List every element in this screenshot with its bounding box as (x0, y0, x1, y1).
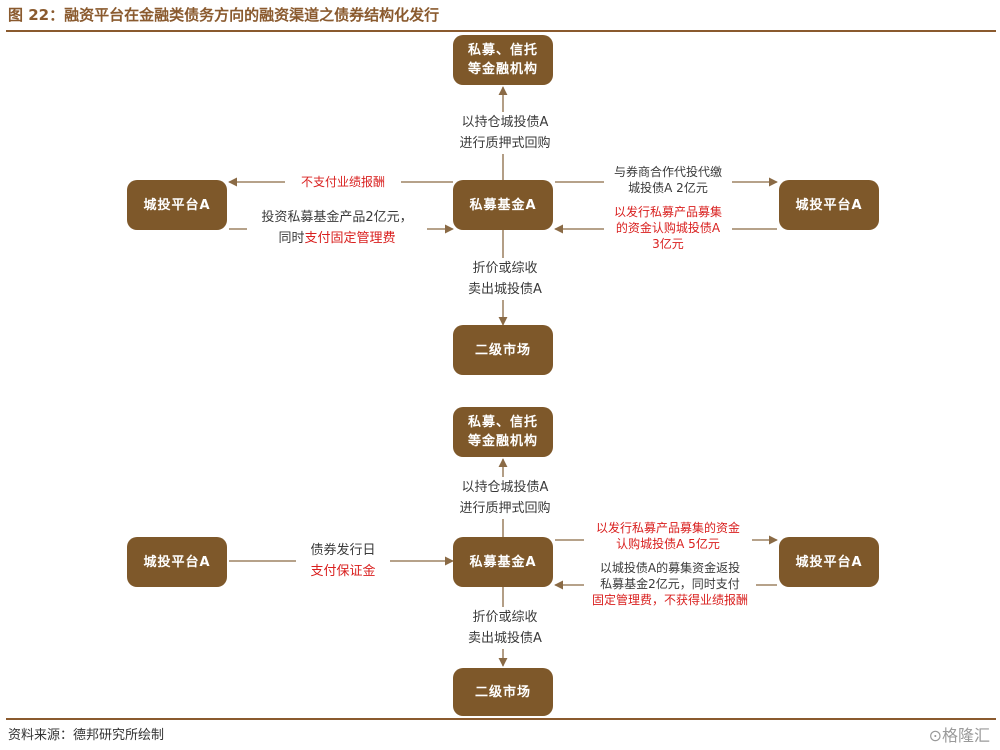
d1-label-repo: 以持仓城投债A 进行质押式回购 (450, 112, 560, 154)
d2-label-subscribe-line1: 以发行私募产品募集的资金 (595, 521, 740, 535)
footer-rule (6, 718, 996, 720)
d2-label-return-line3: 固定管理费，不获得业绩报酬 (591, 593, 748, 607)
d1-label-broker-line2: 城投债A 2亿元 (628, 181, 708, 195)
d1-box-platform-left: 城投平台A (127, 180, 227, 230)
d2-box-center-label: 私募基金A (469, 554, 537, 570)
d1-box-secondary-market: 二级市场 (453, 325, 553, 375)
d2-label-subscribe-line2: 认购城投债A 5亿元 (616, 537, 720, 551)
d1-label-subscribe-line1: 以发行私募产品募集 (613, 205, 722, 219)
figure-title: 图 22：融资平台在金融类债务方向的融资渠道之债券结构化发行 (8, 6, 440, 24)
d2-label-sell: 折价或综收 卖出城投债A (455, 607, 555, 649)
d1-label-subscribe-line2: 的资金认购城投债A (615, 221, 721, 235)
d2-box-secondary-market: 二级市场 (453, 668, 553, 716)
d2-box-financial-institutions: 私募、信托 等金融机构 (453, 407, 553, 457)
d2-box-left-label: 城投平台A (143, 554, 211, 570)
d1-box-top-line1: 私募、信托 (467, 43, 538, 58)
d2-box-top-line2: 等金融机构 (467, 434, 538, 449)
title-rule (6, 30, 996, 32)
d2-label-return-invest: 以城投债A的募集资金返投 私募基金2亿元，同时支付 固定管理费，不获得业绩报酬 (584, 560, 756, 608)
d1-box-center-label: 私募基金A (469, 197, 537, 213)
d1-label-sell-line1: 折价或综收 (472, 261, 538, 276)
d2-label-repo-line1: 以持仓城投债A (461, 480, 549, 495)
d2-label-sell-line1: 折价或综收 (472, 610, 538, 625)
d2-box-private-fund: 私募基金A (453, 537, 553, 587)
d1-box-left-label: 城投平台A (143, 197, 211, 213)
d1-label-invest-line2-red: 支付固定管理费 (304, 231, 396, 246)
d1-label-subscribe-line3: 3亿元 (652, 237, 684, 251)
d2-label-deposit: 债券发行日 支付保证金 (296, 540, 390, 582)
watermark-logo: ⊙格隆汇 (928, 726, 990, 745)
d1-label-no-performance-fee-text: 不支付业绩报酬 (300, 175, 385, 189)
d1-label-invest-line2-prefix: 同时 (278, 231, 305, 246)
d1-label-broker-line1: 与券商合作代投代缴 (613, 165, 722, 179)
d2-label-sell-line2: 卖出城投债A (468, 631, 542, 646)
d1-box-private-fund: 私募基金A (453, 180, 553, 230)
d2-box-platform-right: 城投平台A (779, 537, 879, 587)
d1-box-top-line2: 等金融机构 (467, 62, 538, 77)
d1-box-financial-institutions: 私募、信托 等金融机构 (453, 35, 553, 85)
d2-label-deposit-line2: 支付保证金 (310, 564, 376, 579)
d2-box-right-label: 城投平台A (795, 554, 863, 570)
d2-label-return-line1: 以城投债A的募集资金返投 (599, 561, 741, 575)
d1-label-invest-line2: 同时支付固定管理费 (249, 228, 425, 249)
d2-label-deposit-line1: 债券发行日 (310, 543, 376, 558)
d1-label-repo-line1: 以持仓城投债A (461, 115, 549, 130)
d2-label-subscribe-bonds: 以发行私募产品募集的资金 认购城投债A 5亿元 (584, 520, 752, 552)
d1-label-sell-line2: 卖出城投债A (468, 282, 542, 297)
d1-box-right-label: 城投平台A (795, 197, 863, 213)
d1-label-broker-cooperation: 与券商合作代投代缴 城投债A 2亿元 (604, 164, 732, 196)
d1-label-invest-fund: 投资私募基金产品2亿元， 同时支付固定管理费 (247, 207, 427, 249)
d1-label-no-performance-fee: 不支付业绩报酬 (285, 174, 401, 190)
d2-label-repo: 以持仓城投债A 进行质押式回购 (450, 477, 560, 519)
d1-label-invest-line1: 投资私募基金产品2亿元， (261, 210, 413, 225)
d1-box-bottom-label: 二级市场 (474, 342, 531, 358)
d2-label-return-line2: 私募基金2亿元，同时支付 (600, 577, 740, 591)
d1-box-platform-right: 城投平台A (779, 180, 879, 230)
d2-box-top-line1: 私募、信托 (467, 415, 538, 430)
source-note: 资料来源：德邦研究所绘制 (8, 728, 165, 743)
d1-label-repo-line2: 进行质押式回购 (459, 136, 551, 151)
d2-label-repo-line2: 进行质押式回购 (459, 501, 551, 516)
d1-label-subscribe-bonds: 以发行私募产品募集 的资金认购城投债A 3亿元 (604, 204, 732, 252)
d2-box-bottom-label: 二级市场 (474, 684, 531, 700)
d1-label-sell: 折价或综收 卖出城投债A (455, 258, 555, 300)
d2-box-platform-left: 城投平台A (127, 537, 227, 587)
